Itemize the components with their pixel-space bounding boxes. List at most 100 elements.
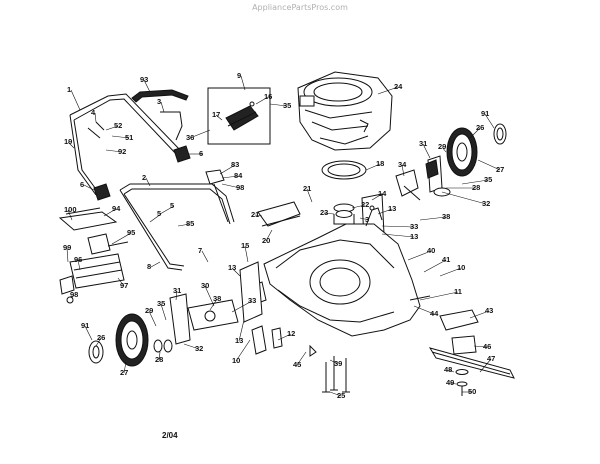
wheel-axle-assembly-right[interactable] (425, 155, 451, 197)
part-number-label[interactable]: 27 (496, 165, 504, 174)
part-number-label[interactable]: 94 (112, 204, 121, 213)
part-number-label[interactable]: 38 (442, 212, 450, 221)
part-number-label[interactable]: 49 (446, 378, 454, 387)
part-number-label[interactable]: 43 (485, 306, 493, 315)
part-number-label[interactable]: 36 (186, 133, 194, 142)
part-number-label[interactable]: 31 (173, 286, 181, 295)
part-number-label[interactable]: 9 (237, 71, 241, 80)
part-number-label[interactable]: 33 (248, 296, 256, 305)
deck-bolts[interactable] (309, 344, 350, 393)
part-number-label[interactable]: 22 (361, 200, 369, 209)
part-number-label[interactable]: 41 (442, 255, 450, 264)
part-number-label[interactable]: 51 (125, 133, 133, 142)
part-number-label[interactable]: 45 (293, 360, 301, 369)
wheel-spacer[interactable] (153, 339, 173, 353)
part-number-label[interactable]: 31 (419, 139, 427, 148)
blade-adapter[interactable] (439, 309, 479, 355)
grass-bag-body[interactable] (69, 253, 125, 289)
part-number-label[interactable]: 35 (157, 299, 165, 308)
part-number-label[interactable]: 84 (234, 171, 243, 180)
mower-blade[interactable] (428, 347, 515, 379)
part-number-label[interactable]: 26 (97, 333, 105, 342)
handle-lower[interactable] (119, 183, 235, 271)
part-number-label[interactable]: 34 (398, 160, 407, 169)
mower-deck[interactable] (263, 207, 431, 337)
part-number-label[interactable]: 93 (140, 75, 148, 84)
part-number-label[interactable]: 11 (454, 287, 462, 296)
control-bail[interactable] (131, 89, 189, 103)
part-number-label[interactable]: 46 (483, 342, 491, 351)
part-number-label[interactable]: 28 (472, 183, 480, 192)
part-number-label[interactable]: 19 (64, 137, 72, 146)
bag-bracket[interactable] (87, 233, 129, 255)
part-number-label[interactable]: 48 (444, 365, 452, 374)
part-number-label[interactable]: 24 (394, 82, 403, 91)
engine[interactable] (297, 71, 393, 151)
part-number-label[interactable]: 6 (80, 180, 84, 189)
part-number-label[interactable]: 21 (303, 184, 311, 193)
part-number-label[interactable]: 10 (232, 356, 240, 365)
part-number-label[interactable]: 100 (64, 205, 77, 214)
part-number-label[interactable]: 27 (120, 368, 128, 377)
rear-wheel-right[interactable] (446, 127, 478, 177)
part-number-label[interactable]: 91 (481, 109, 489, 118)
part-number-label[interactable]: 39 (334, 359, 342, 368)
blade-bolt-stack[interactable] (455, 369, 469, 397)
part-number-label[interactable]: 32 (195, 344, 203, 353)
part-number-label[interactable]: 83 (231, 160, 239, 169)
handle-upper[interactable] (69, 93, 183, 196)
part-number-label[interactable]: 52 (114, 121, 122, 130)
part-number-label[interactable]: 26 (476, 123, 484, 132)
hubcap-right[interactable] (493, 123, 507, 145)
part-number-label[interactable]: 10 (457, 263, 465, 272)
part-number-label[interactable]: 13 (410, 232, 418, 241)
part-number-label[interactable]: 18 (376, 159, 384, 168)
part-number-label[interactable]: 13 (235, 336, 243, 345)
part-number-label[interactable]: 95 (127, 228, 135, 237)
discharge-baffle[interactable] (257, 201, 301, 227)
part-number-label[interactable]: 14 (378, 189, 387, 198)
part-number-label[interactable]: 96 (74, 255, 82, 264)
part-number-label[interactable]: 5 (157, 209, 161, 218)
height-adjuster[interactable] (395, 169, 421, 201)
flywheel-hub[interactable] (333, 203, 355, 225)
part-number-label[interactable]: 1 (67, 85, 71, 94)
part-number-label[interactable]: 97 (120, 281, 128, 290)
part-number-label[interactable]: 29 (438, 142, 446, 151)
side-plate[interactable] (239, 261, 283, 355)
part-number-label[interactable]: 50 (468, 387, 476, 396)
part-number-label[interactable]: 8 (147, 262, 151, 271)
part-number-label[interactable]: 15 (241, 241, 249, 250)
part-number-label[interactable]: 25 (337, 391, 345, 400)
part-number-label[interactable]: 3 (157, 97, 161, 106)
part-number-label[interactable]: 35 (484, 175, 492, 184)
front-wheel-left[interactable] (115, 313, 149, 367)
part-number-label[interactable]: 6 (199, 149, 203, 158)
part-number-label[interactable]: 44 (430, 309, 439, 318)
part-number-label[interactable]: 98 (236, 183, 244, 192)
part-number-label[interactable]: 99 (63, 243, 71, 252)
grass-bag-frame[interactable] (58, 207, 118, 231)
part-number-label[interactable]: 47 (487, 354, 495, 363)
part-number-label[interactable]: 16 (264, 92, 272, 101)
part-number-label[interactable]: 32 (482, 199, 490, 208)
bag-clip[interactable] (59, 275, 75, 304)
part-number-label[interactable]: 33 (410, 222, 418, 231)
part-number-label[interactable]: 91 (81, 321, 89, 330)
handle-knob[interactable] (93, 145, 191, 201)
part-number-label[interactable]: 85 (186, 219, 194, 228)
part-number-label[interactable]: 40 (427, 246, 435, 255)
part-number-label[interactable]: 29 (145, 306, 153, 315)
cable-clip[interactable] (160, 111, 183, 141)
part-number-label[interactable]: 30 (201, 281, 209, 290)
blower-housing-ring[interactable] (321, 160, 367, 180)
part-number-label[interactable]: 98 (70, 290, 78, 299)
part-number-label[interactable]: 38 (213, 294, 221, 303)
part-number-label[interactable]: 28 (155, 355, 163, 364)
part-number-label[interactable]: 2 (142, 173, 146, 182)
part-number-label[interactable]: 35 (283, 101, 291, 110)
hubcap-left[interactable] (88, 340, 104, 364)
part-number-label[interactable]: 13 (388, 204, 396, 213)
part-number-label[interactable]: 5 (170, 201, 174, 210)
part-number-label[interactable]: 3 (365, 215, 369, 224)
